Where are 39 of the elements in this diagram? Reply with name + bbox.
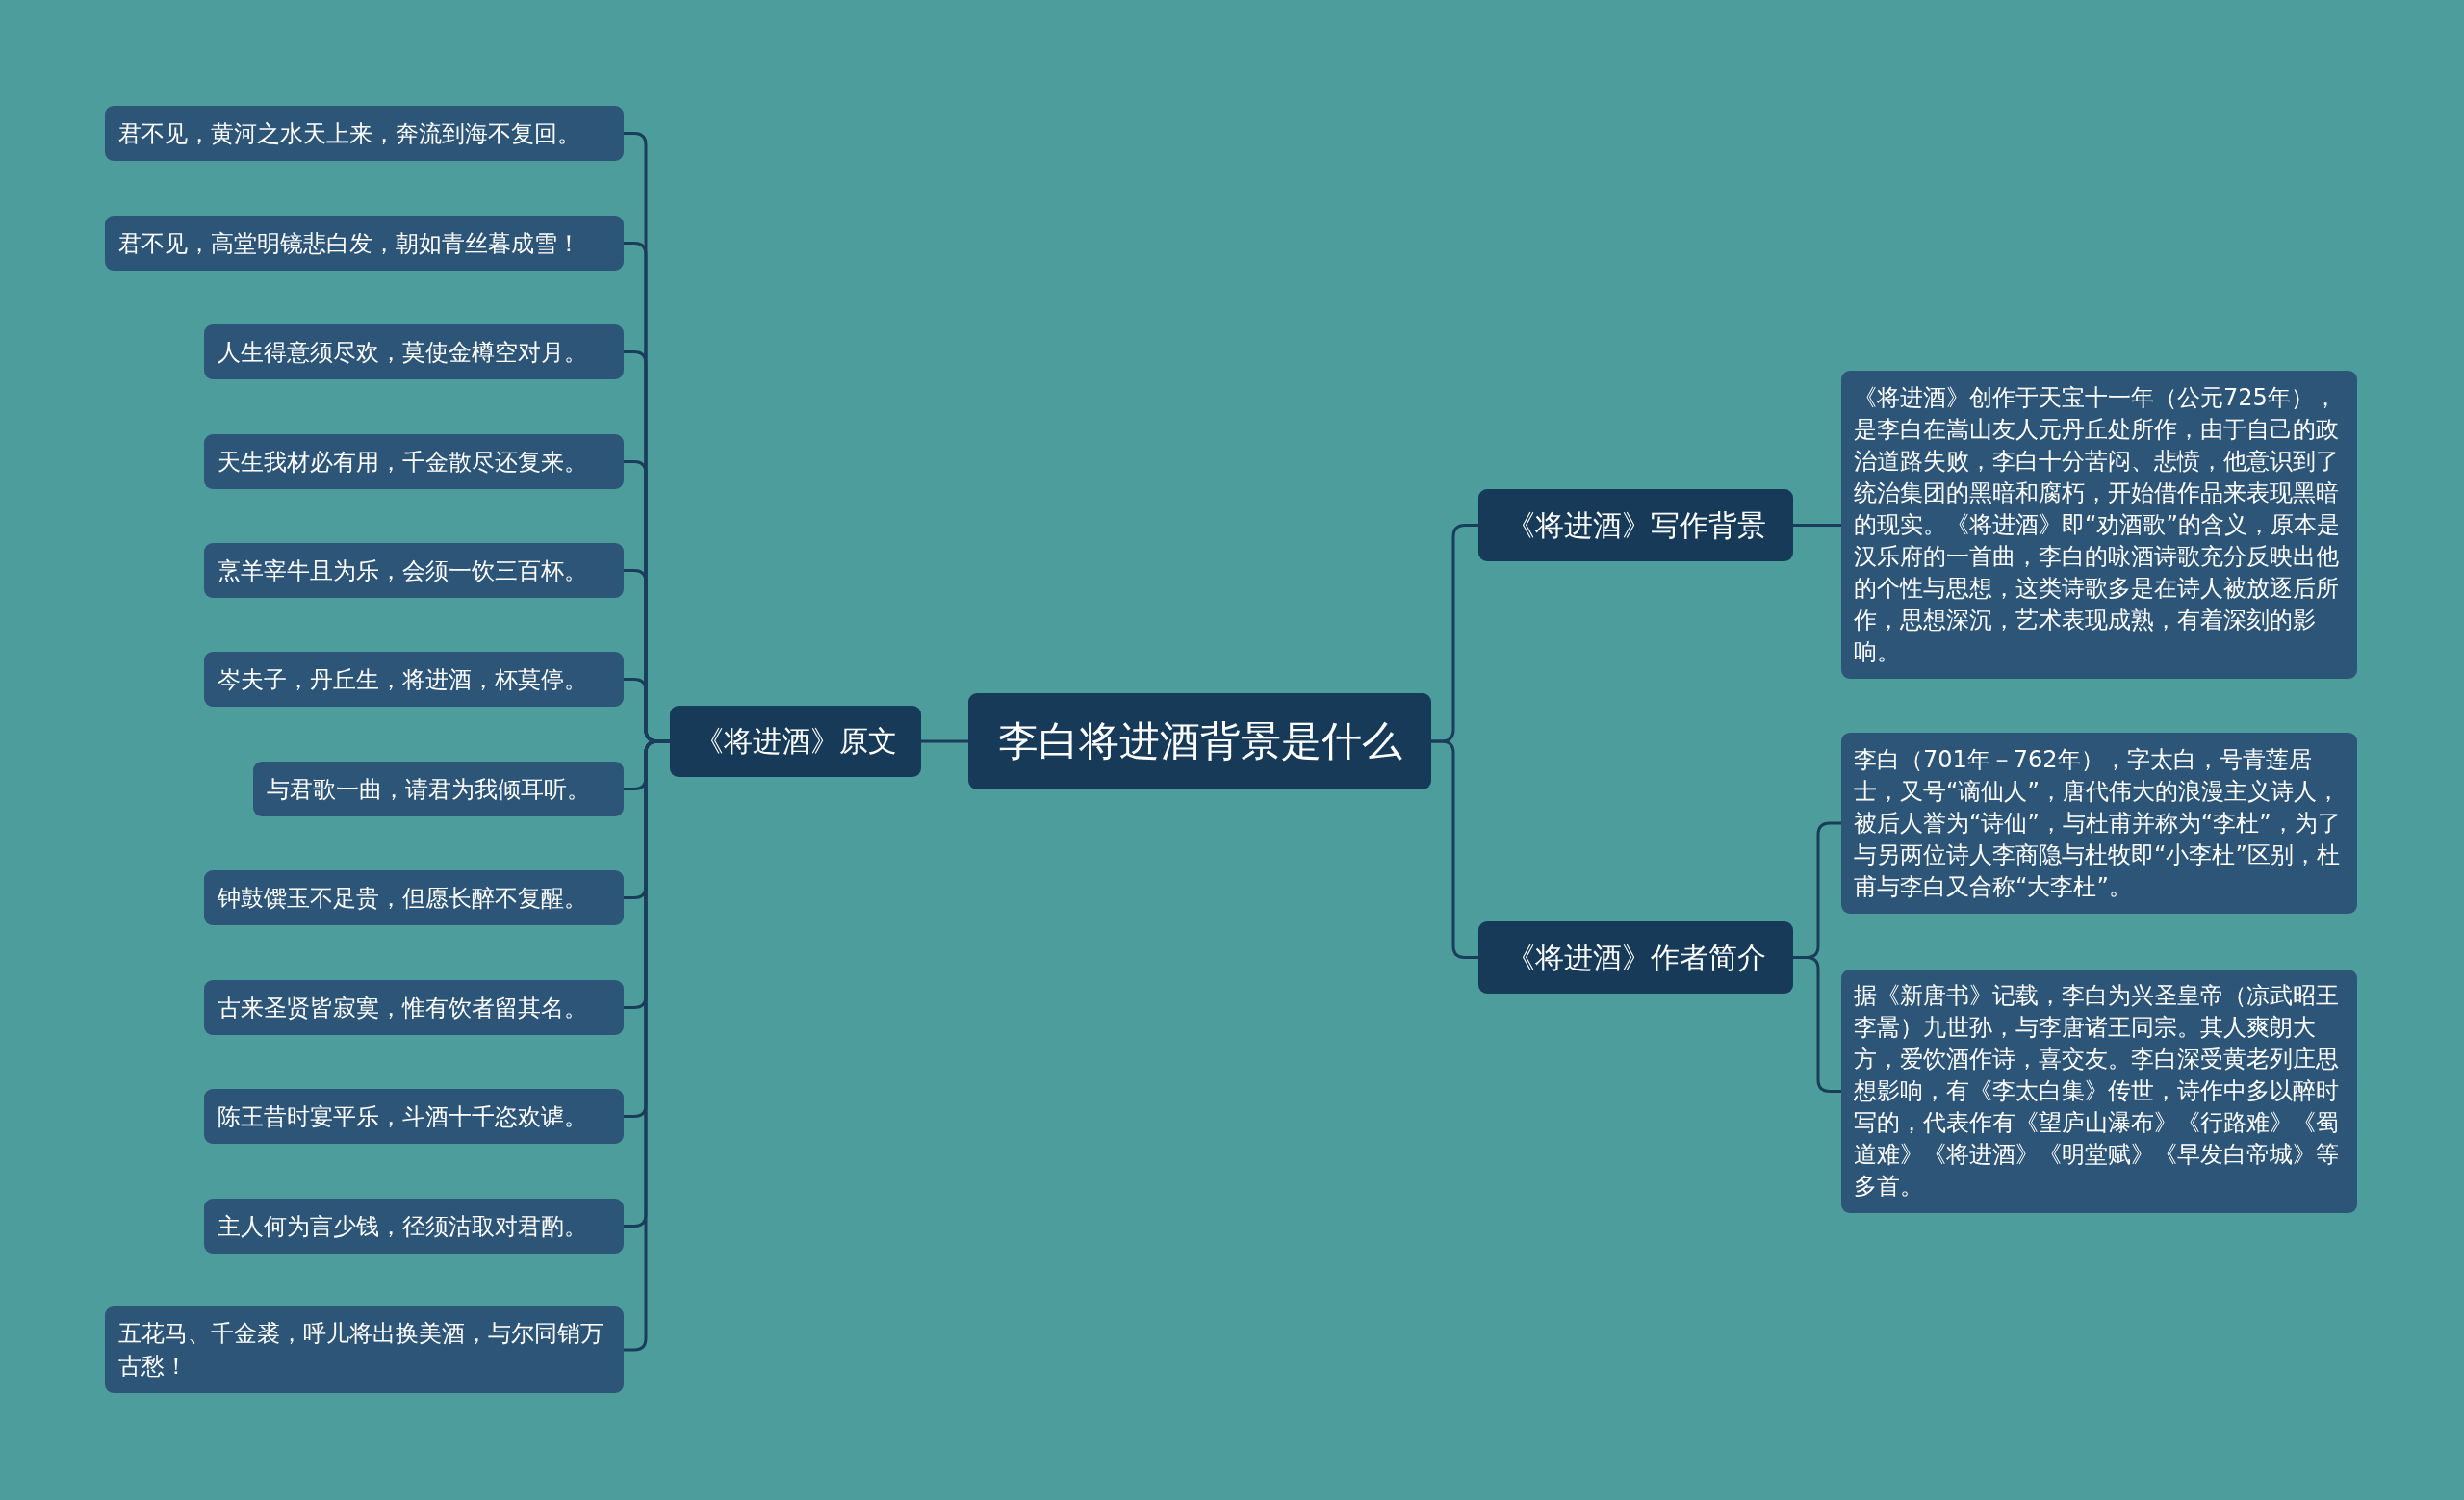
verse-box	[253, 762, 624, 816]
node-text: 天生我材必有用，千金散尽还复来。	[218, 447, 587, 478]
verse-box	[105, 1306, 624, 1393]
verse-box	[105, 216, 624, 271]
node-text: 据《新唐书》记载，李白为兴圣皇帝（凉武昭王李暠）九世孙，与李唐诸王同宗。其人爽朗大方，爱饮酒作诗，喜交友。李白深受黄老列庄思想影响，有《李太白集》传世，诗作中多以醉时写的，代表作有《望庐山瀑布》《行路难》《蜀道难》《将进酒》《明堂赋》《早发白帝城》等多首。	[1854, 981, 2340, 1202]
verse-box	[204, 1199, 624, 1254]
node-text: 陈王昔时宴平乐，斗酒十千恣欢谑。	[218, 1101, 587, 1132]
node-text: 烹羊宰牛且为乐，会须一饮三百杯。	[218, 556, 587, 586]
connector-line	[1793, 956, 1841, 1093]
node-text: 主人何为言少钱，径须沽取对君酌。	[218, 1211, 587, 1242]
node-text: 钟鼓馔玉不足贵，但愿长醉不复醒。	[218, 883, 587, 914]
node-text: 岑夫子，丹丘生，将进酒，杯莫停。	[218, 664, 587, 695]
node-text: 《将进酒》原文	[694, 725, 897, 758]
central-topic-box	[968, 693, 1431, 789]
verse-box	[204, 434, 624, 489]
node-text: 与君歌一曲，请君为我倾耳听。	[267, 774, 590, 805]
node-text: 君不见，高堂明镜悲白发，朝如青丝暮成雪！	[118, 228, 580, 259]
node-text: 古来圣贤皆寂寞，惟有饮者留其名。	[218, 993, 587, 1023]
connector-line	[1793, 524, 1841, 527]
node-text: 《将进酒》写作背景	[1505, 508, 1766, 542]
node-text: 五花马、千金裘，呼儿将出换美酒，与尔同销万古愁！	[118, 1319, 604, 1382]
connector-line	[1431, 739, 1478, 959]
verse-box	[204, 652, 624, 707]
node-text: 《将进酒》创作于天宝十一年（公元725年），是李白在嵩山友人元丹丘处所作，由于自己的政治道路失败，李白十分苦闷、悲愤，他意识到了统治集团的黑暗和腐朽，开始借作品来表现黑暗的现实。《将进酒》即“劝酒歌”的含义，原本是汉乐府的一首曲，李白的咏酒诗歌充分反映出他的个性与思想，这类诗歌多是在诗人被放逐后所作，思想深沉，艺术表现成熟，有着深刻的影响。	[1854, 382, 2341, 667]
connector-line	[921, 739, 968, 743]
verse-box	[204, 980, 624, 1035]
verse-box	[204, 324, 624, 379]
node-text: 《将进酒》作者简介	[1505, 941, 1766, 974]
description-box	[1841, 733, 2357, 914]
branch-topic-box	[1478, 921, 1793, 994]
verse-box	[204, 543, 624, 598]
node-text: 李白（701年－762年），字太白，号青莲居士，又号“谪仙人”，唐代伟大的浪漫主义诗人，被后人誉为“诗仙”，与杜甫并称为“李杜”，为了与另两位诗人李商隐与杜牧即“小李杜”区别，杜甫与李白又合称“大李杜”。	[1854, 744, 2342, 902]
verse-box	[204, 870, 624, 925]
verse-box	[204, 1089, 624, 1144]
branch-topic-box	[1478, 489, 1793, 561]
branch-topic-box	[670, 706, 921, 777]
verse-box	[105, 106, 624, 161]
node-text: 人生得意须尽欢，莫使金樽空对月。	[218, 337, 587, 368]
node-text: 君不见，黄河之水天上来，奔流到海不复回。	[118, 118, 580, 149]
